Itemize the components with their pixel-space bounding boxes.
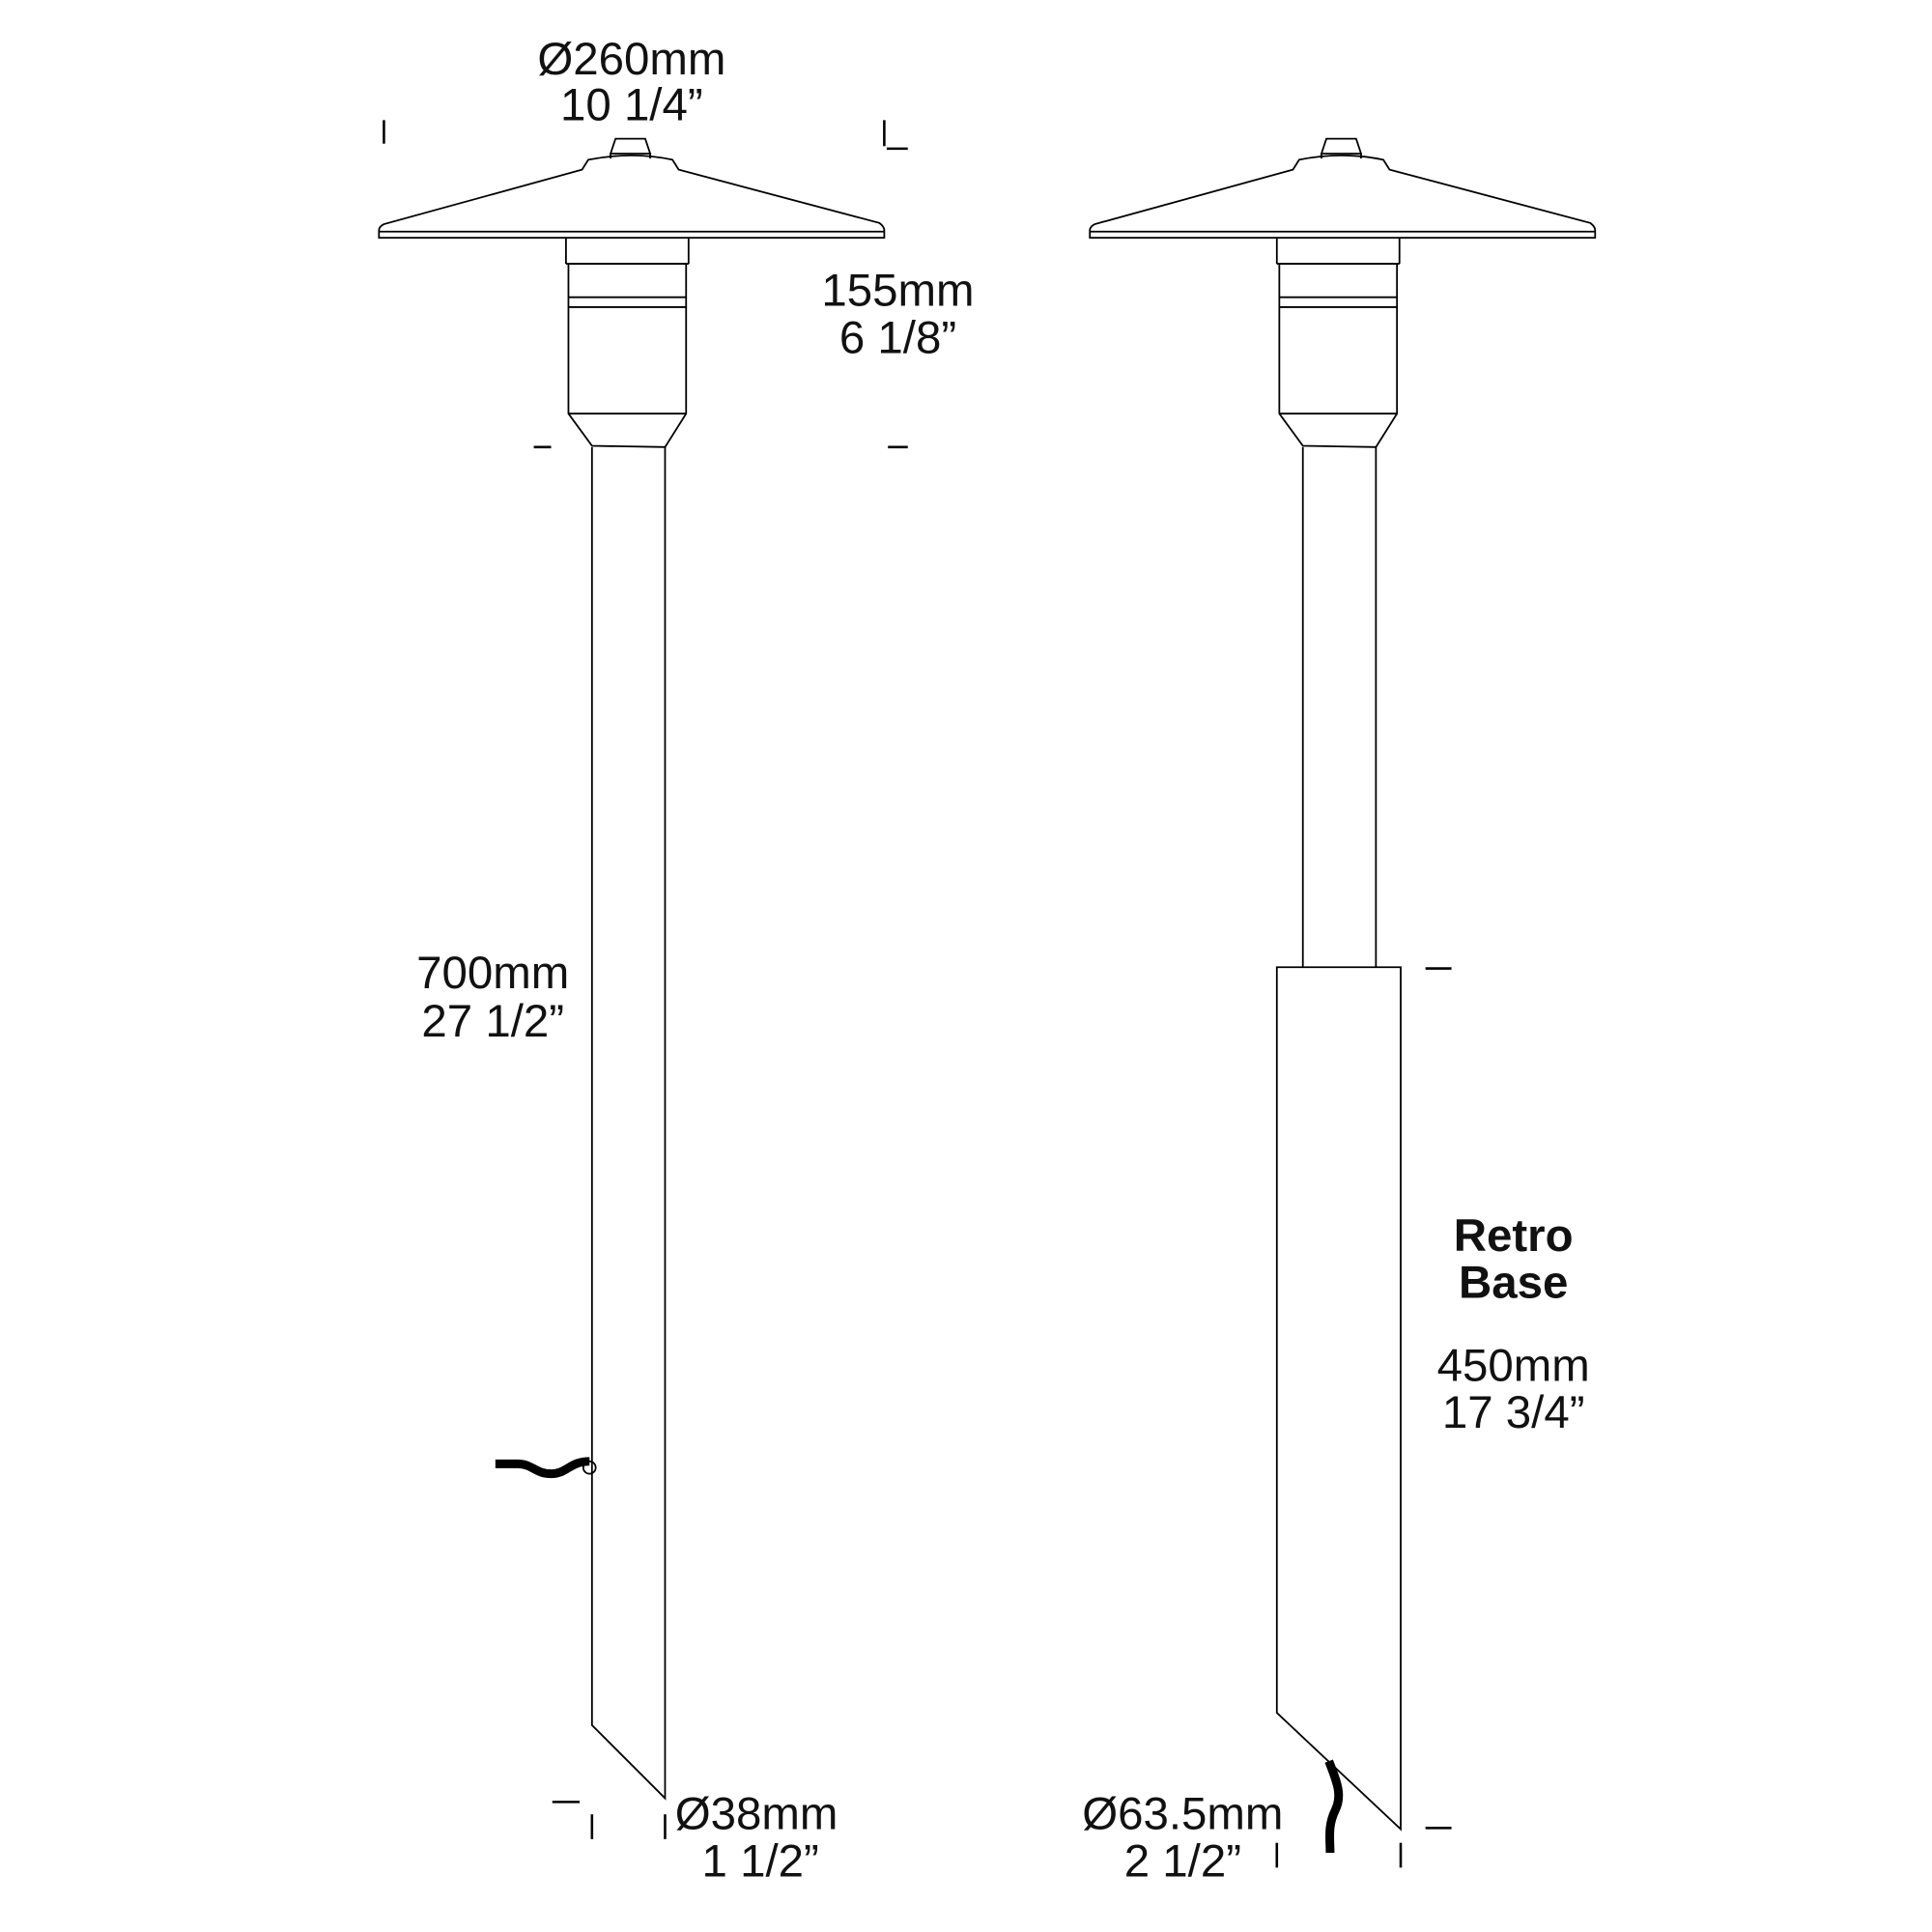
right-cable	[1324, 1759, 1344, 1853]
cable-gland	[582, 1460, 597, 1475]
right-pole	[1301, 446, 1378, 968]
retro-base	[1275, 966, 1402, 1832]
left-body	[565, 238, 690, 448]
retro-base-title-line1: Retro	[1454, 1210, 1574, 1262]
left-stake	[590, 446, 667, 1801]
stake-diameter-mm: Ø38mm	[675, 1789, 838, 1840]
right-head	[1089, 137, 1597, 448]
left-hat	[378, 137, 886, 240]
stake-diameter-inch: 1 1/2”	[702, 1835, 819, 1887]
retro-base-title-line2: Base	[1459, 1258, 1568, 1309]
left-dimension-marks	[383, 120, 908, 1839]
base-diameter-inch: 2 1/2”	[1124, 1835, 1241, 1887]
base-length-mm: 450mm	[1437, 1340, 1590, 1391]
left-cable	[495, 1457, 590, 1479]
head-height-mm: 155mm	[821, 266, 974, 317]
stake-length-inch: 27 1/2”	[421, 996, 564, 1047]
right-fixture: Retro Base 450mm 17 3/4” Ø63.5mm 2 1/2”	[1082, 137, 1597, 1887]
head-diameter-mm: Ø260mm	[537, 34, 725, 85]
base-length-inch: 17 3/4”	[1442, 1387, 1585, 1438]
stake-length-mm: 700mm	[416, 948, 569, 999]
head-height-inch: 6 1/8”	[839, 312, 956, 363]
base-diameter-mm: Ø63.5mm	[1082, 1789, 1283, 1840]
left-fixture: Ø260mm 10 1/4” 155mm 6 1/8” 700mm 27 1/2…	[378, 34, 975, 1887]
head-diameter-inch: 10 1/4”	[560, 79, 703, 130]
right-dimension-marks	[1275, 967, 1452, 1868]
